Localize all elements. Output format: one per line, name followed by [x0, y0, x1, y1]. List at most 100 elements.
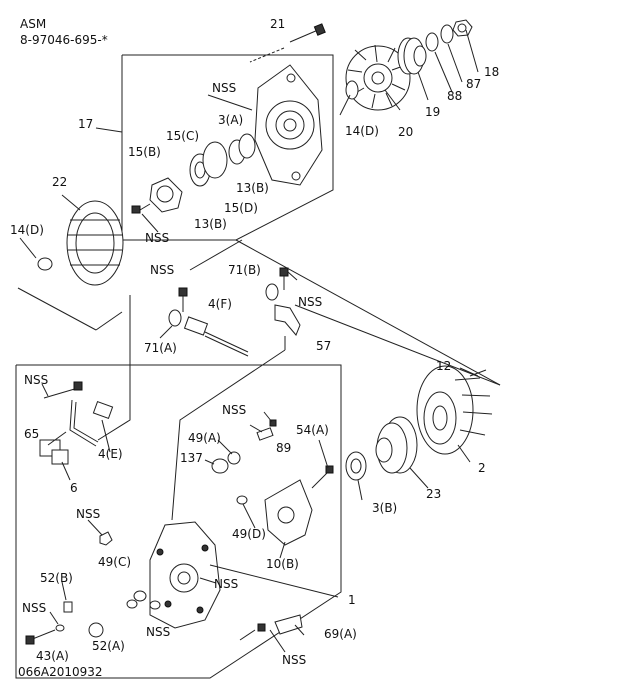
bolt-nss-left — [43, 381, 83, 399]
label-87: 87 — [466, 77, 481, 91]
rotor-2 — [416, 365, 493, 455]
brush-holder-10b — [264, 479, 313, 546]
cap-52a — [88, 622, 104, 638]
bracket-57 — [274, 304, 301, 336]
fan-20 — [345, 44, 411, 111]
label-6: 6 — [70, 481, 78, 495]
seal-14d-left — [37, 257, 53, 271]
group-1-frame — [15, 364, 342, 679]
label-nss-low: NSS — [76, 507, 100, 521]
leader-line — [189, 239, 243, 271]
label-1: 1 — [348, 593, 356, 607]
label-nss-top: NSS — [212, 81, 236, 95]
label-nss-shaft: NSS — [145, 231, 169, 245]
label-nss-71b: NSS — [298, 295, 322, 309]
bolt-nss-mid — [178, 287, 188, 312]
bolt-54a — [311, 465, 334, 489]
washer-88 — [425, 32, 439, 52]
terminal-4e — [69, 399, 114, 447]
label-nss-left: NSS — [24, 373, 48, 387]
label-4e: 4(E) — [98, 447, 123, 461]
label-54a: 54(A) — [296, 423, 329, 437]
label-43a: 43(A) — [36, 649, 69, 663]
seal-137 — [211, 458, 229, 474]
label-89: 89 — [276, 441, 291, 455]
leader-line — [171, 349, 286, 521]
clip-71b — [265, 283, 279, 301]
nut-18 — [452, 19, 473, 37]
bolt-nss-71b — [279, 267, 289, 290]
label-49d: 49(D) — [232, 527, 266, 541]
label-13b-1: 13(B) — [236, 181, 269, 195]
bolt-89 — [256, 419, 277, 441]
label-13b-2: 13(B) — [194, 217, 227, 231]
cap-52b — [63, 601, 73, 613]
group-17-frame — [121, 54, 334, 241]
washer-13b-2 — [238, 133, 256, 159]
label-49c: 49(C) — [98, 555, 131, 569]
clip-69a — [257, 614, 303, 635]
label-17: 17 — [78, 117, 93, 131]
nut-nss-bottom-2 — [149, 600, 161, 610]
label-65: 65 — [24, 427, 39, 441]
label-leaders — [19, 29, 479, 653]
terminal-block-65 — [39, 439, 69, 465]
plate-15c — [202, 141, 228, 179]
label-nss-b2: NSS — [146, 625, 170, 639]
label-23: 23 — [426, 487, 441, 501]
label-137: 137 — [180, 451, 203, 465]
bearing-3b-inner — [350, 458, 362, 474]
nut-nss-bottom — [126, 599, 138, 609]
label-19: 19 — [425, 105, 440, 119]
header-line2: 8-97046-695-* — [20, 33, 108, 47]
lead-wire-4f — [183, 316, 249, 357]
nut-nss-low — [99, 531, 113, 546]
seal-14d-right — [345, 80, 359, 100]
shaft-screw — [139, 203, 151, 211]
front-cover-housing — [254, 64, 323, 186]
nut-49c — [133, 590, 147, 602]
clip-71a — [168, 309, 182, 327]
stator-22 — [66, 200, 124, 286]
label-52a: 52(A) — [92, 639, 125, 653]
label-10b: 10(B) — [266, 557, 299, 571]
header-line1: ASM — [20, 17, 46, 31]
shaft-12 — [469, 369, 487, 377]
label-12: 12 — [436, 359, 451, 373]
bolt-49d — [236, 495, 248, 505]
bolt-21 — [249, 23, 326, 63]
label-69a: 69(A) — [324, 627, 357, 641]
label-22: 22 — [52, 175, 67, 189]
label-14d-right: 14(D) — [345, 124, 379, 138]
label-52b: 52(B) — [40, 571, 73, 585]
rotor-pulley-23 — [375, 416, 418, 474]
leader-line — [235, 239, 501, 386]
label-3b: 3(B) — [372, 501, 397, 515]
label-88: 88 — [447, 89, 462, 103]
label-15c: 15(C) — [166, 129, 199, 143]
rear-housing-1 — [149, 521, 221, 629]
washer-bl — [55, 624, 65, 632]
label-nss-89: NSS — [222, 403, 246, 417]
label-4f: 4(F) — [208, 297, 232, 311]
label-71b: 71(B) — [228, 263, 261, 277]
washer-49a — [227, 451, 241, 465]
label-49a: 49(A) — [188, 431, 221, 445]
label-20: 20 — [398, 125, 413, 139]
label-18: 18 — [484, 65, 499, 79]
label-nss-frame: NSS — [214, 577, 238, 591]
label-2: 2 — [478, 461, 486, 475]
label-57: 57 — [316, 339, 331, 353]
screw-nss — [131, 205, 141, 214]
leader-line — [294, 304, 501, 386]
leader-line — [97, 295, 131, 441]
bearing-retainer-15b — [149, 177, 183, 213]
label-21: 21 — [270, 17, 285, 31]
leader-line — [17, 287, 97, 331]
bolt-43a — [25, 629, 56, 645]
label-nss-mid: NSS — [150, 263, 174, 277]
label-15d: 15(D) — [224, 201, 258, 215]
leader-line — [95, 311, 123, 331]
